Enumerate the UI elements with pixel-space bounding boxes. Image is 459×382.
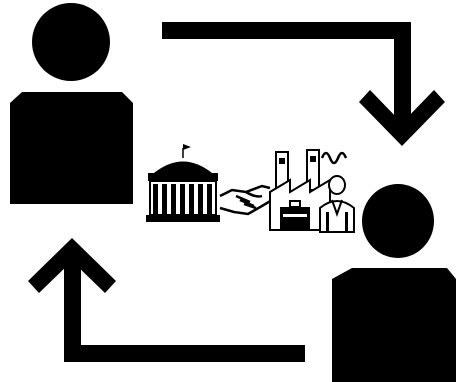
- arrow-bottom-left-vertical: [64, 252, 81, 362]
- arrow-top-right-horizontal: [162, 22, 411, 39]
- arrow-bottom-left-horizontal: [64, 345, 305, 362]
- handshake-icon: [220, 186, 272, 214]
- arrow-top-right-vertical: [394, 22, 411, 127]
- person-top-left-body: [10, 92, 133, 204]
- person-top-left-head: [32, 3, 110, 81]
- arrow-top-right-icon: [162, 22, 445, 146]
- bank-building-icon: [146, 144, 220, 222]
- person-top-left-icon: [10, 3, 133, 204]
- person-bottom-right-head: [362, 184, 434, 258]
- person-bottom-right-body: [332, 268, 456, 382]
- arrow-bottom-left-icon: [28, 238, 305, 362]
